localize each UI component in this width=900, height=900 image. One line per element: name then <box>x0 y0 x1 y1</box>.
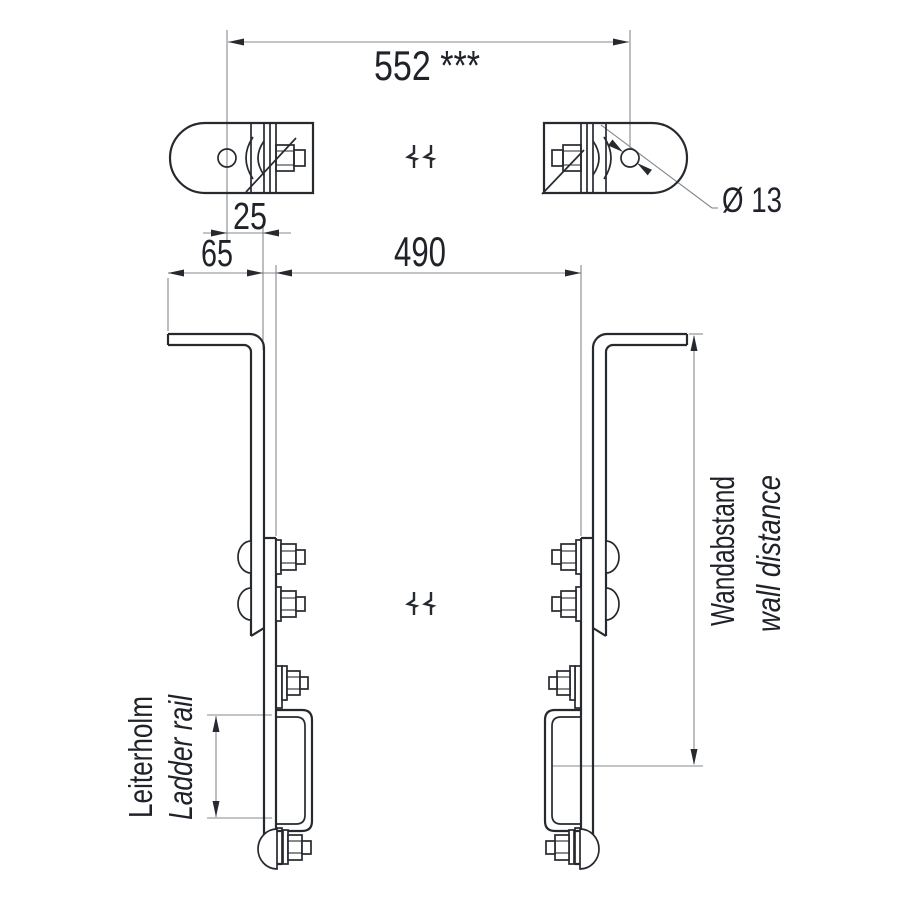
bolt-tip <box>295 549 306 565</box>
wall-hole-right <box>620 148 640 168</box>
dimension-lines <box>167 30 718 819</box>
dimension-arrowheads <box>168 38 698 817</box>
top-view-left-bracket <box>168 121 315 195</box>
top-view-right-bracket <box>541 121 689 195</box>
bolt-tip <box>545 840 556 855</box>
hex-nut <box>280 590 297 618</box>
hex-nut <box>287 834 303 861</box>
side-view-right-bracket <box>543 332 689 870</box>
bolt-tip <box>301 840 312 855</box>
bolt-tip <box>551 549 562 565</box>
rail-channel <box>276 708 314 833</box>
slot-line <box>245 137 297 193</box>
bolt-head-arcs <box>245 136 265 180</box>
dome-bolt-head <box>257 828 278 870</box>
clamp-nut <box>562 144 582 172</box>
dim-490-label: 490 <box>394 228 446 275</box>
hex-nut <box>286 670 301 696</box>
hex-nut <box>280 543 297 571</box>
break-symbol-top <box>405 145 437 168</box>
side-view-left-bracket <box>166 332 314 870</box>
rail-label-en: Ladder rail <box>162 694 199 820</box>
slot-line <box>541 149 585 195</box>
dimension-labels: 552 *** 25 65 490 Ø 13 <box>201 42 782 275</box>
hex-nut <box>556 670 571 696</box>
bolt-tip <box>551 149 564 167</box>
bolt-tip <box>551 596 562 612</box>
bolt-tip <box>548 676 558 690</box>
dome-bolt-head <box>579 828 600 870</box>
bolt-head-arcs <box>592 136 612 180</box>
dome-bolt-head <box>605 540 620 574</box>
wall-label-en: wall distance <box>750 475 787 632</box>
wall-hole-left <box>217 148 237 168</box>
dim-25-label: 25 <box>233 196 267 238</box>
hex-nut <box>560 590 577 618</box>
bolt-tip <box>293 149 306 167</box>
dome-bolt-head <box>237 587 252 621</box>
dome-bolt-head <box>237 540 252 574</box>
rail-channel <box>543 708 581 833</box>
bolt-tip <box>295 596 306 612</box>
annotation-labels: Leiterholm Ladder rail Wandabstand wall … <box>122 475 787 820</box>
hex-nut <box>560 543 577 571</box>
dim-552-label: 552 *** <box>374 42 480 89</box>
wall-label-de: Wandabstand <box>704 476 741 626</box>
break-symbol-middle <box>405 592 437 615</box>
bolt-tip <box>299 676 309 690</box>
rail-label-de: Leiterholm <box>122 696 159 818</box>
dome-bolt-head <box>605 587 620 621</box>
hex-nut <box>554 834 570 861</box>
hole-diameter-label: Ø 13 <box>722 181 782 220</box>
dim-65-label: 65 <box>201 233 233 275</box>
